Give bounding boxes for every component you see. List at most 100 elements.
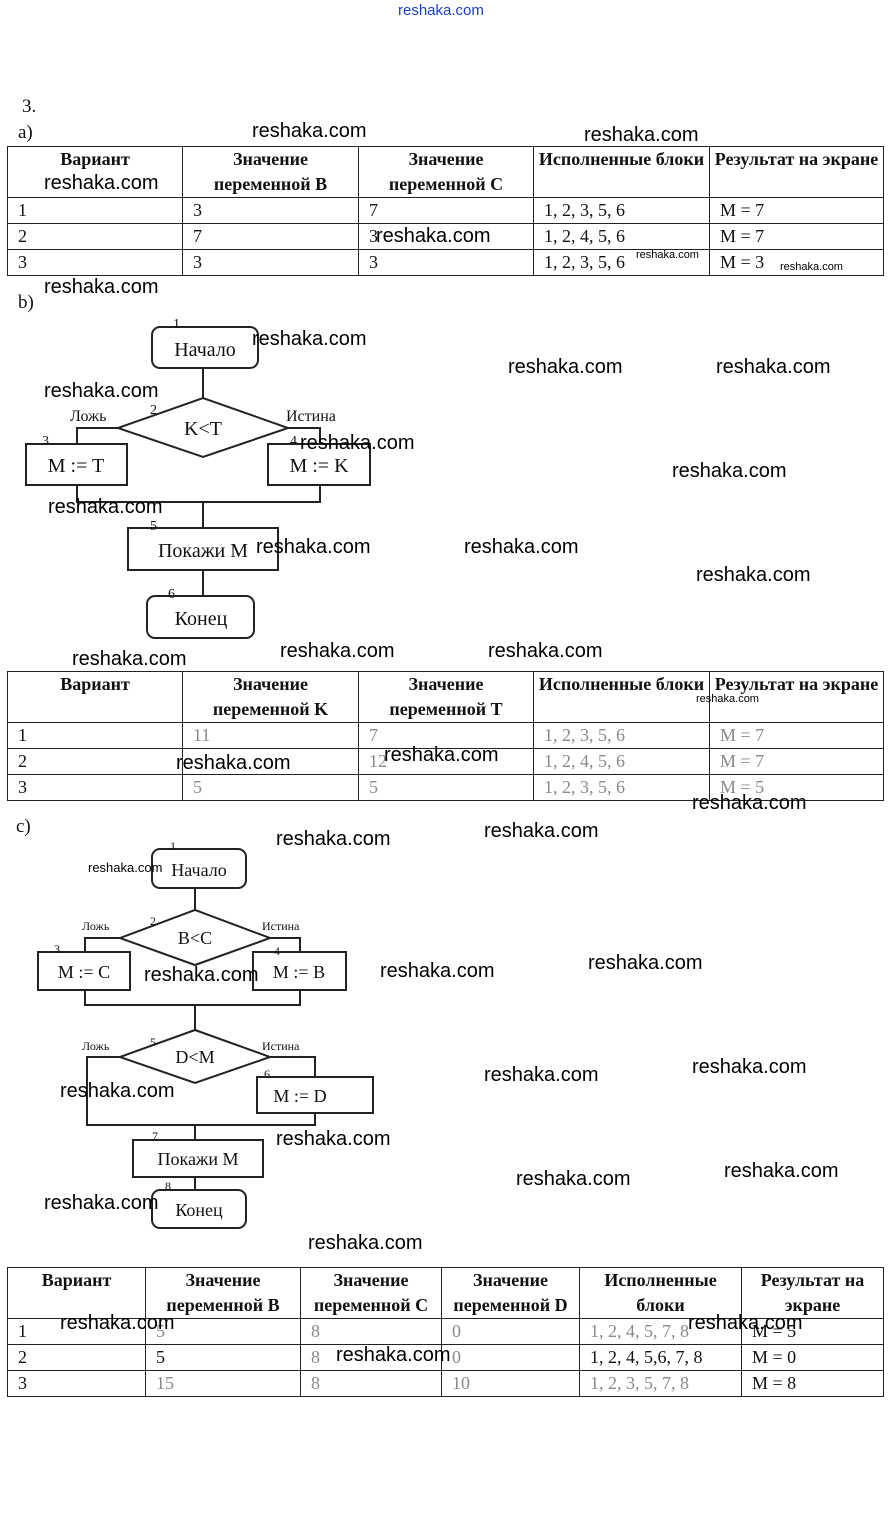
block-start xyxy=(151,326,259,369)
watermark: reshaka.com xyxy=(72,648,187,670)
cell: 1, 2, 4, 5,6, 7, 8 xyxy=(579,1344,742,1371)
part-b-label: b) xyxy=(18,292,34,313)
block-show xyxy=(132,1139,264,1178)
watermark: reshaka.com xyxy=(384,744,499,766)
watermark: reshaka.com xyxy=(276,828,391,850)
cell: M = 7 xyxy=(709,197,884,224)
cell: 5 xyxy=(182,774,359,801)
cell: 3 xyxy=(7,774,183,801)
true-label: Истина xyxy=(286,408,336,425)
cell: 1 xyxy=(7,722,183,749)
flowchart-c xyxy=(37,848,374,1229)
watermark: reshaka.com xyxy=(516,1168,631,1190)
watermark: reshaka.com xyxy=(508,356,623,378)
header-cell: Исполненные блоки xyxy=(533,671,710,723)
cell: 5 xyxy=(145,1344,301,1371)
cell: 3 xyxy=(182,197,359,224)
header-cell: Значение переменной B xyxy=(182,146,359,198)
true-label: Истина xyxy=(262,1039,300,1053)
cell: 7 xyxy=(358,722,534,749)
watermark: reshaka.com xyxy=(380,960,495,982)
assign-false-text: M := T xyxy=(48,455,104,477)
end-text: Конец xyxy=(175,1200,223,1220)
false-label: Ложь xyxy=(82,1039,110,1053)
block-number: 6 xyxy=(168,587,175,602)
watermark: reshaka.com xyxy=(588,952,703,974)
end-text: Конец xyxy=(175,608,228,630)
header-cell: Значение переменной T xyxy=(358,671,534,723)
assign-3-text: M := C xyxy=(58,962,110,982)
part-c-label: c) xyxy=(16,816,31,837)
cell: 1 xyxy=(7,1318,146,1345)
cell: 3 xyxy=(7,1370,146,1397)
watermark: reshaka.com xyxy=(44,276,159,298)
header-cell: Исполненные блоки xyxy=(533,146,710,198)
flowchart-b xyxy=(25,326,371,639)
header-cell: Вариант xyxy=(7,671,183,723)
watermark: reshaka.com xyxy=(176,752,291,774)
cell: 1, 2, 3, 5, 7, 8 xyxy=(579,1370,742,1397)
header-cell: Исполненные блоки xyxy=(579,1267,742,1319)
watermark: reshaka.com xyxy=(336,1344,451,1366)
watermark: reshaka.com xyxy=(44,1192,159,1214)
cell: 2 xyxy=(7,748,183,775)
cell: 1, 2, 3, 5, 6 xyxy=(533,722,710,749)
cell: 15 xyxy=(145,1370,301,1397)
show-text: Покажи M xyxy=(158,540,248,562)
block-number: 2 xyxy=(150,914,156,928)
assign-true-text: M := K xyxy=(289,455,349,477)
watermark: reshaka.com xyxy=(300,432,415,454)
cell: M = 3 xyxy=(709,249,884,276)
problem-number: 3. xyxy=(22,96,37,117)
watermark: reshaka.com xyxy=(44,172,159,194)
cell: 2 xyxy=(7,1344,146,1371)
watermark: reshaka.com xyxy=(464,536,579,558)
cell: 7 xyxy=(358,197,534,224)
watermark: reshaka.com xyxy=(696,564,811,586)
header-link[interactable]: reshaka.com xyxy=(398,2,484,19)
assign-6-text: M := D xyxy=(273,1086,326,1106)
header-cell: Значение переменной C xyxy=(358,146,534,198)
watermark: reshaka.com xyxy=(584,124,699,146)
header-cell: Результат на экране xyxy=(709,146,884,198)
assign-4-text: M := B xyxy=(273,962,325,982)
watermark: reshaka.com xyxy=(276,1128,391,1150)
part-a-label: a) xyxy=(18,122,33,143)
cell: 3 xyxy=(7,249,183,276)
cell: 0 xyxy=(441,1318,580,1345)
block-number: 6 xyxy=(264,1067,270,1081)
start-text: Начало xyxy=(171,860,226,880)
watermark: reshaka.com xyxy=(672,460,787,482)
cell: 1, 2, 3, 5, 6 xyxy=(533,774,710,801)
block-number: 1 xyxy=(173,317,180,332)
cell: M = 8 xyxy=(741,1370,884,1397)
condition-1-text: B<C xyxy=(178,928,212,948)
cell: 2 xyxy=(7,223,183,250)
condition-text: K<T xyxy=(184,418,222,440)
cell: 1, 2, 4, 5, 6 xyxy=(533,223,710,250)
watermark: reshaka.com xyxy=(60,1080,175,1102)
cell: M = 5 xyxy=(741,1318,884,1345)
watermark: reshaka.com xyxy=(280,640,395,662)
watermark: reshaka.com xyxy=(696,693,759,705)
watermark: reshaka.com xyxy=(780,261,843,273)
block-number: 2 xyxy=(150,403,157,418)
watermark: reshaka.com xyxy=(484,1064,599,1086)
cell: 8 xyxy=(300,1344,442,1371)
watermark: reshaka.com xyxy=(692,1056,807,1078)
cell: 10 xyxy=(441,1370,580,1397)
header-cell: Значение переменной K xyxy=(182,671,359,723)
cell: 1, 2, 3, 5, 6 xyxy=(533,197,710,224)
cell: 8 xyxy=(300,1318,442,1345)
watermark: reshaka.com xyxy=(724,1160,839,1182)
block-number: 1 xyxy=(170,839,176,853)
true-label: Истина xyxy=(262,919,300,933)
block-number: 5 xyxy=(150,519,157,534)
header-cell: Значение переменной B xyxy=(145,1267,301,1319)
watermark: reshaka.com xyxy=(252,120,367,142)
